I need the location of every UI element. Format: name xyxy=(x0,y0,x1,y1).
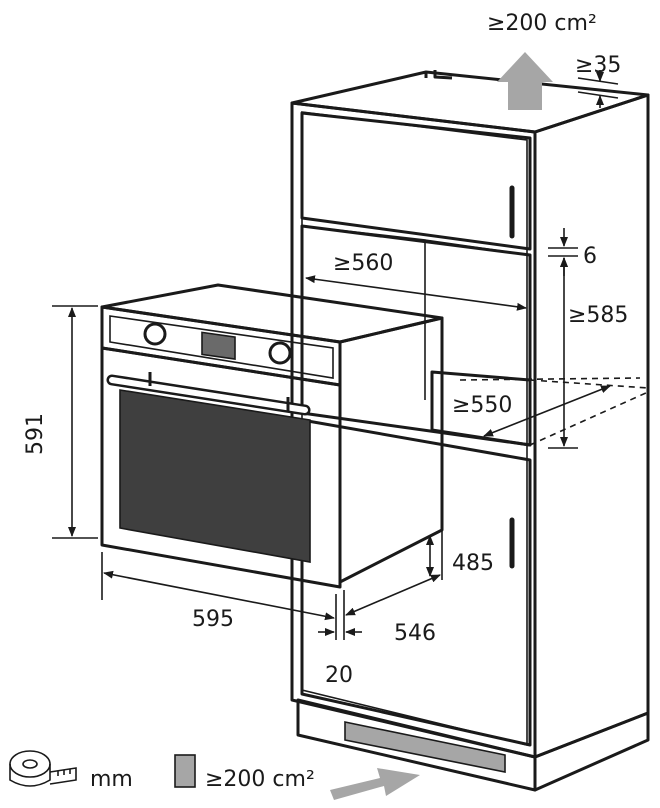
lower-cabinet-door xyxy=(300,418,532,747)
legend: mm ≥200 cm² xyxy=(9,750,315,792)
dim-shelf-gap xyxy=(548,228,578,276)
oven-window xyxy=(119,389,311,563)
left-control-knob xyxy=(143,322,167,346)
dim-niche-height xyxy=(548,257,578,449)
plinth-vent-slot xyxy=(344,721,506,773)
body-height-label: 485 xyxy=(452,551,494,576)
oven-door-handle xyxy=(109,377,308,413)
dim-niche-width xyxy=(305,275,527,311)
front-offset-label: 20 xyxy=(325,663,353,688)
cabinet-plinth xyxy=(296,698,650,792)
built-in-oven xyxy=(100,283,444,589)
oven-width-label: 595 xyxy=(192,607,234,632)
airflow-in-arrow-icon xyxy=(330,768,420,800)
oven-height-label: 591 xyxy=(23,413,48,455)
niche-depth-label: ≥550 xyxy=(452,393,512,418)
oven-display xyxy=(201,331,236,360)
dim-oven-width xyxy=(101,552,337,640)
top-vent-label: ≥200 cm² xyxy=(487,11,597,36)
top-gap-label: ≥35 xyxy=(575,53,621,78)
vent-area-swatch-icon xyxy=(174,754,196,788)
dim-body-height xyxy=(426,530,443,580)
tape-measure-icon xyxy=(9,750,77,787)
upper-cabinet-door xyxy=(300,111,532,251)
dim-niche-depth xyxy=(483,385,611,437)
dim-body-depth xyxy=(343,574,441,640)
niche-height-label: ≥585 xyxy=(568,303,628,328)
oven-niche xyxy=(300,224,649,447)
dim-top-gap xyxy=(577,70,619,108)
right-control-knob xyxy=(268,341,292,365)
airflow-up-arrow-icon xyxy=(497,52,553,110)
vent-area-label: ≥200 cm² xyxy=(205,767,315,792)
niche-width-label: ≥560 xyxy=(333,251,393,276)
body-depth-label: 546 xyxy=(394,621,436,646)
shelf-gap-label: 6 xyxy=(583,244,597,269)
dim-oven-height xyxy=(52,305,98,539)
unit-label: mm xyxy=(90,767,133,792)
